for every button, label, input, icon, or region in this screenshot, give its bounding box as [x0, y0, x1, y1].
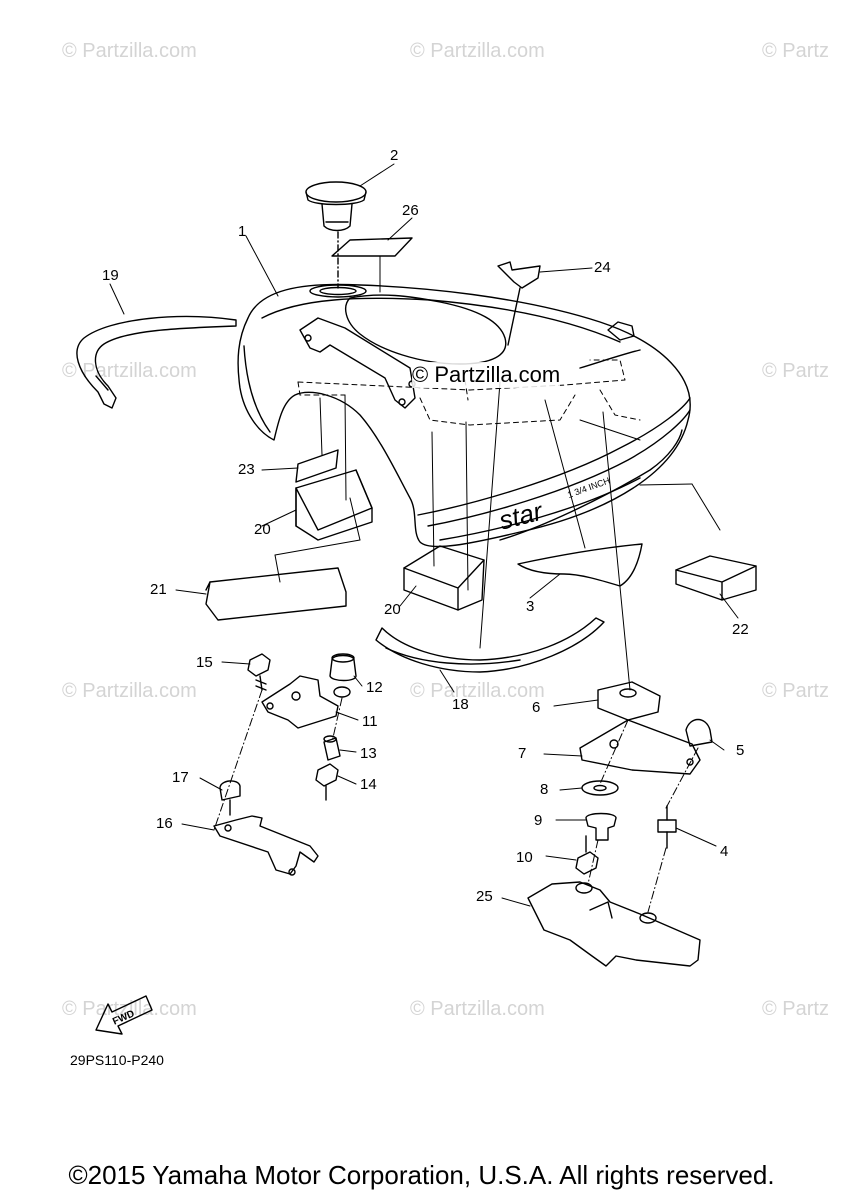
callout-5: 5 [736, 742, 745, 759]
callout-7: 7 [518, 745, 527, 762]
callout-17: 17 [172, 769, 189, 786]
callout-10: 10 [516, 849, 533, 866]
callout-3: 3 [526, 598, 535, 615]
side-strip [76, 315, 237, 409]
callout-22: 22 [732, 621, 749, 638]
callout-18: 18 [452, 696, 469, 713]
copyright-footer: ©2015 Yamaha Motor Corporation, U.S.A. A… [68, 1160, 775, 1190]
callout-13: 13 [360, 745, 377, 762]
watermark: © Partz [762, 680, 829, 702]
callout-8: 8 [540, 781, 549, 798]
callout-25: 25 [476, 888, 493, 905]
lower-strip [375, 617, 605, 673]
fuel-cap [305, 181, 367, 232]
callout-11: 11 [362, 713, 378, 730]
callout-20-lower: 20 [384, 601, 401, 618]
fuel-tank [237, 283, 691, 548]
callout-9: 9 [534, 812, 543, 829]
callout-6: 6 [532, 699, 541, 716]
callout-20-upper: 20 [254, 521, 271, 538]
callout-24: 24 [594, 259, 611, 276]
callout-16: 16 [156, 815, 173, 832]
fwd-arrow [95, 995, 153, 1035]
callout-19: 19 [102, 267, 119, 284]
watermark: © Partz [762, 40, 829, 62]
callout-12: 12 [366, 679, 383, 696]
callout-4: 4 [720, 843, 729, 860]
watermark: © Partz [762, 998, 829, 1020]
watermark: © Partzilla.com [62, 40, 197, 62]
diagram-code: 29PS110-P240 [70, 1052, 164, 1068]
watermark: © Partzilla.com [62, 680, 197, 702]
watermark: © Partzilla.com [410, 680, 545, 702]
callout-26: 26 [402, 202, 419, 219]
tank-logo: star [496, 496, 547, 536]
callout-14: 14 [360, 776, 377, 793]
callout-1: 1 [238, 223, 247, 240]
watermark: © Partz [762, 360, 829, 382]
watermark: © Partzilla.com [410, 998, 545, 1020]
watermark: © Partzilla.com [62, 998, 197, 1020]
callout-15: 15 [196, 654, 213, 671]
watermark: © Partzilla.com [410, 40, 545, 62]
watermark-center: © Partzilla.com [412, 362, 561, 388]
callout-21: 21 [150, 581, 167, 598]
callout-2: 2 [390, 147, 399, 164]
callout-23: 23 [238, 461, 255, 478]
